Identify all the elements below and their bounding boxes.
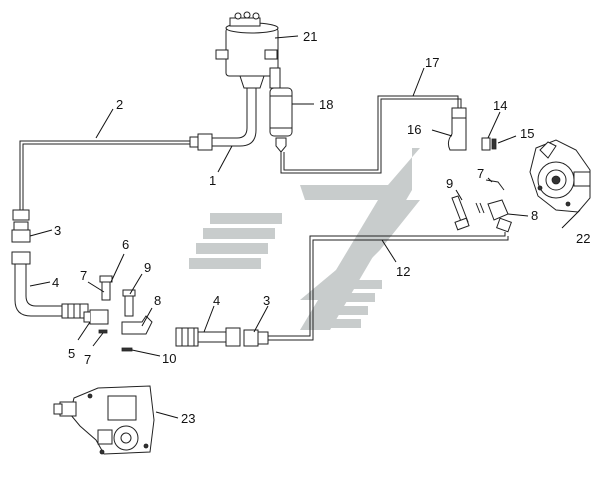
label-3-middle: 3 xyxy=(263,293,270,308)
label-7-lower: 7 xyxy=(84,352,91,367)
reservoir xyxy=(215,11,281,89)
fitting-3-middle xyxy=(243,329,269,347)
label-3-left: 3 xyxy=(54,223,61,238)
label-7-upper: 7 xyxy=(80,268,87,283)
label-22: 22 xyxy=(576,231,590,246)
label-8-left: 8 xyxy=(154,293,161,308)
steering-gear-23 xyxy=(53,385,155,455)
label-7-right: 7 xyxy=(477,166,484,181)
hose-4-middle xyxy=(175,327,241,347)
label-9-right: 9 xyxy=(446,176,453,191)
hose-1 xyxy=(212,86,248,139)
part-labels: 21 18 2 1 17 14 16 15 22 3 4 6 7 5 7 9 8… xyxy=(52,29,590,426)
fitting-3-left xyxy=(11,209,31,243)
line-17 xyxy=(283,95,459,171)
label-10: 10 xyxy=(162,351,176,366)
label-12: 12 xyxy=(396,264,410,279)
label-6: 6 xyxy=(122,237,129,252)
label-15: 15 xyxy=(520,126,534,141)
fittings-8-9-10 xyxy=(121,289,153,352)
label-8-right: 8 xyxy=(531,208,538,223)
label-4-left: 4 xyxy=(52,275,59,290)
hose-4-left-ends xyxy=(11,251,89,319)
line-2 xyxy=(19,140,190,210)
label-9-left: 9 xyxy=(144,260,151,275)
leader-lines xyxy=(29,35,581,419)
label-1: 1 xyxy=(209,173,216,188)
label-4-middle: 4 xyxy=(213,293,220,308)
line-12 xyxy=(268,232,506,337)
fitting-1 xyxy=(189,133,213,151)
label-17: 17 xyxy=(425,55,439,70)
hose-4-left xyxy=(14,262,62,317)
pump-22 xyxy=(529,139,591,213)
label-14: 14 xyxy=(493,98,507,113)
filter-18 xyxy=(269,87,293,153)
watermark-logo xyxy=(189,148,420,330)
fittings-14-15-16 xyxy=(447,107,497,151)
label-16: 16 xyxy=(407,122,421,137)
fittings-5-6-7 xyxy=(83,275,113,334)
label-23: 23 xyxy=(181,411,195,426)
label-18: 18 xyxy=(319,97,333,112)
label-21: 21 xyxy=(303,29,317,44)
pipes xyxy=(14,86,509,341)
fittings-7-8-9-right xyxy=(451,179,512,233)
label-2: 2 xyxy=(116,97,123,112)
label-5: 5 xyxy=(68,346,75,361)
